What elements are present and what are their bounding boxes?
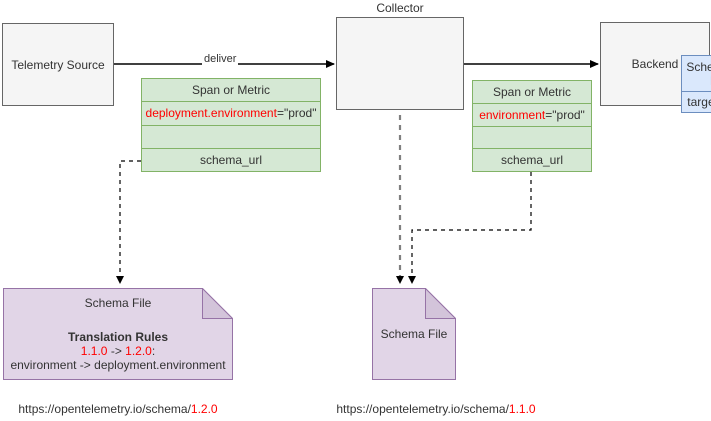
caption-url-right: https://opentelemetry.io/schema/1.1.0 (326, 402, 546, 416)
schema-file-center-shape (372, 288, 456, 380)
translation-rules-heading: Translation Rules (67, 330, 169, 344)
caption-url-left: https://opentelemetry.io/schema/1.2.0 (3, 402, 233, 416)
node-span-or-metric-left[interactable]: Span or Metric deployment.environment="p… (141, 78, 321, 172)
caption-url-right-version: 1.1.0 (508, 402, 536, 416)
span-left-title: Span or Metric (142, 79, 320, 103)
node-collector[interactable]: Schema Transform Processor target_schema… (336, 17, 711, 113)
caption-url-right-base: https://opentelemetry.io/schema/ (336, 402, 509, 416)
caption-url-left-base: https://opentelemetry.io/schema/ (18, 402, 191, 416)
span-right-empty-row (473, 127, 591, 150)
span-right-title: Span or Metric (473, 81, 591, 104)
rule-version-from: 1.1.0 (80, 344, 108, 358)
span-left-attribute-value: ="prod" (276, 106, 317, 121)
span-left-schema-url-row: schema_url (199, 152, 263, 167)
rule-arrow: -> (107, 344, 126, 358)
edge-label-deliver: deliver (202, 53, 239, 65)
edge-right-span-schema (408, 172, 532, 284)
span-right-schema-url-row: schema_url (500, 153, 564, 168)
schema-file-left-content: Schema File Translation Rules 1.1.0 -> 1… (3, 288, 233, 380)
edge-left-span-schema (116, 160, 141, 284)
processor-title-label: Schema Transform Processor (682, 56, 711, 92)
schema-file-center-content: Schema File (372, 288, 456, 380)
translation-rule-versions: 1.1.0 -> 1.2.0: (3, 344, 233, 358)
span-left-attribute-key: deployment.environment (145, 106, 277, 121)
node-schema-transform-processor[interactable]: Schema Transform Processor target_schema… (681, 55, 711, 113)
collector-title: Collector (376, 1, 424, 15)
span-left-empty-row (142, 126, 320, 149)
schema-file-left-rules: Translation Rules 1.1.0 -> 1.2.0: enviro… (3, 330, 233, 372)
schema-file-left-shape (3, 288, 233, 380)
span-right-attribute-value: ="prod" (545, 107, 585, 122)
schema-file-left-title: Schema File (84, 296, 152, 310)
span-right-attribute-key: environment (479, 107, 546, 122)
schema-file-center-title: Schema File (380, 327, 448, 341)
span-left-attribute: deployment.environment="prod" (142, 102, 320, 126)
node-schema-file-center[interactable]: Schema File (372, 288, 456, 380)
processor-attribute-label: target_schema_url (687, 95, 711, 109)
backend-label: Backend (631, 57, 679, 71)
node-span-or-metric-right[interactable]: Span or Metric environment="prod" schema… (472, 80, 592, 172)
rule-version-to: 1.2.0 (125, 344, 152, 358)
node-schema-file-left[interactable]: Schema File Translation Rules 1.1.0 -> 1… (3, 288, 233, 380)
translation-rule-mapping: environment -> deployment.environment (10, 358, 226, 372)
span-right-attribute: environment="prod" (473, 104, 591, 127)
caption-url-left-version: 1.2.0 (190, 402, 218, 416)
telemetry-source-label: Telemetry Source (11, 57, 105, 72)
node-telemetry-source[interactable]: Telemetry Source (2, 23, 114, 106)
rule-colon: : (151, 344, 156, 358)
